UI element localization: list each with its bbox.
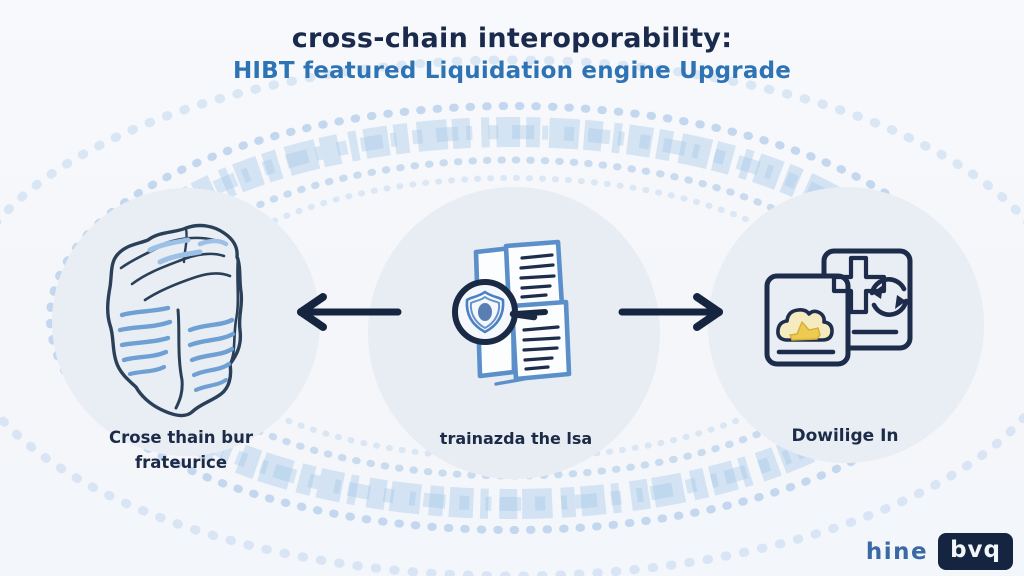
crumpled-ledger-cube-icon	[106, 223, 244, 418]
right-arrow-icon	[618, 293, 723, 331]
brand-logo-text: hine	[865, 538, 929, 565]
left-node-label-line1: Crose thain bur	[109, 428, 253, 447]
center-node-label: trainazda the lsa	[439, 429, 593, 448]
cloud-sync-cards-icon	[764, 248, 913, 367]
brand-logo: hine bvq	[866, 533, 1013, 570]
left-arrow-icon	[297, 293, 402, 331]
left-node-label-line2: frateurice	[134, 453, 228, 472]
brand-logo-badge: bvq	[938, 533, 1013, 570]
left-node-label: Crose thain bur frateurice	[109, 425, 253, 475]
right-node-label: Dowilige In	[791, 426, 899, 446]
page-title: cross-chain interoporability:	[291, 23, 733, 54]
document-audit-magnifier-icon	[452, 239, 572, 386]
page-subtitle: HIBT featured Liquidation engine Upgrade	[232, 58, 792, 84]
header: cross-chain interoporability: HIBT featu…	[0, 0, 1024, 86]
